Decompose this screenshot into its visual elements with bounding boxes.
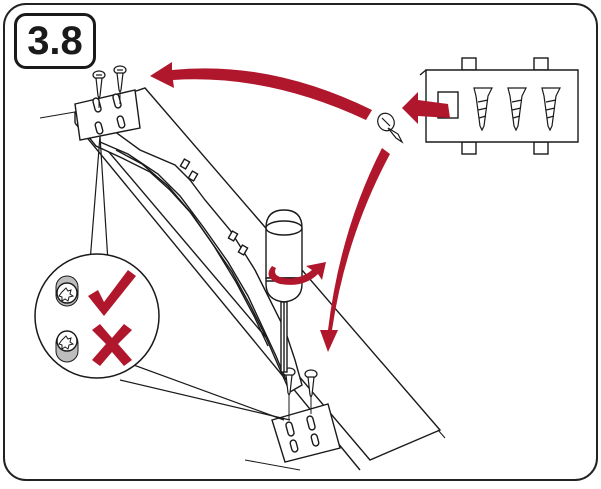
arrow-icon [150,62,372,120]
correct-example [55,270,136,316]
screwdriver-icon [265,209,303,373]
detail-magnifier [34,253,160,379]
screw-icon [92,70,106,100]
screw-icon [377,112,404,144]
step-number-badge: 3.8 [14,13,96,69]
screw-icon [304,369,318,399]
rotation-arrow [268,262,326,285]
step-number: 3.8 [27,19,83,63]
cross-mark-icon [92,324,132,366]
check-mark-icon [88,270,136,316]
arrow-icon [402,92,450,124]
incorrect-example [55,324,132,366]
screw-icon [541,87,561,132]
arrow-icon [320,148,390,352]
screw-icon [473,87,493,132]
screw-icon [113,65,127,94]
screw-icon [507,87,527,132]
detail-callout-lines [89,135,291,421]
